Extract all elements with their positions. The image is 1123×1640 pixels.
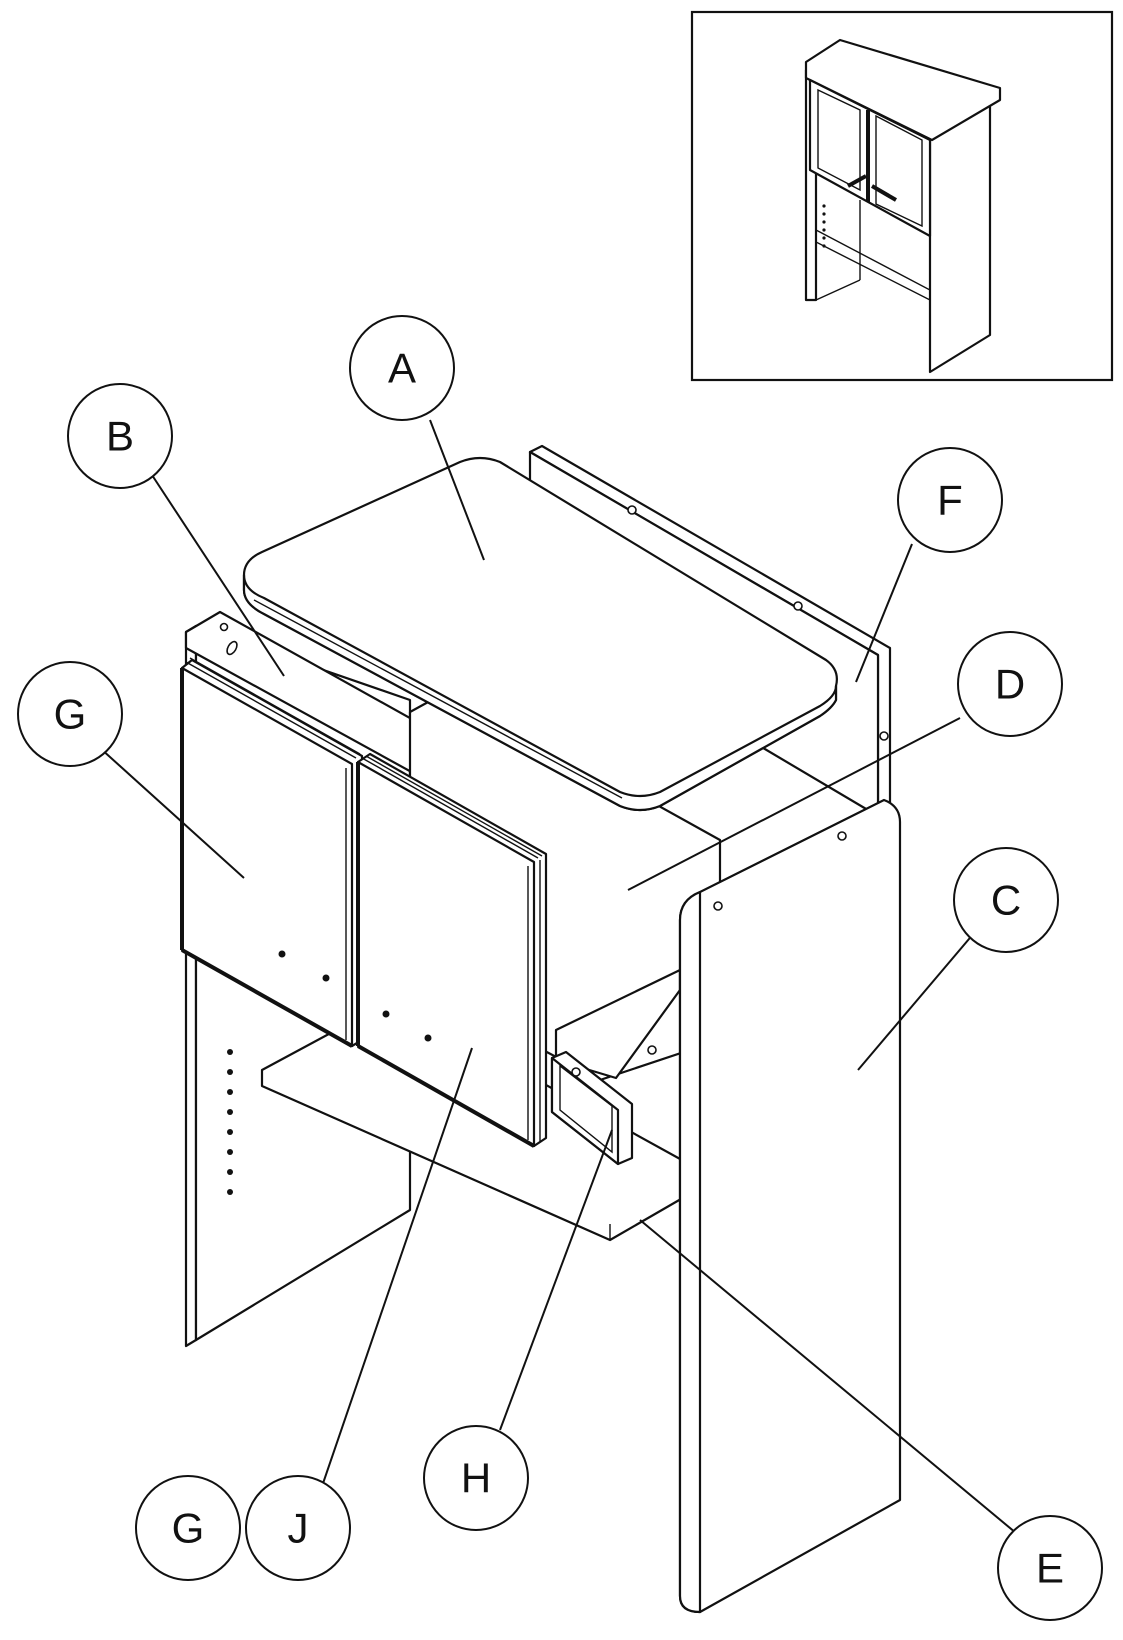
callout-label-E: E bbox=[1036, 1545, 1064, 1592]
callout-label-G-door: G bbox=[54, 691, 87, 738]
callout-F: F bbox=[897, 447, 1003, 553]
leader-lines bbox=[99, 419, 1023, 1539]
callout-J: J bbox=[245, 1475, 351, 1581]
callout-label-A: A bbox=[388, 345, 416, 392]
part-left-door bbox=[180, 657, 364, 1048]
callout-label-F: F bbox=[937, 477, 963, 524]
callout-E: E bbox=[997, 1515, 1103, 1621]
part-top-panel bbox=[242, 456, 838, 812]
callout-label-J: J bbox=[288, 1505, 309, 1552]
callout-label-B: B bbox=[106, 413, 134, 460]
callout-label-H: H bbox=[461, 1455, 491, 1502]
part-stretcher-rail bbox=[550, 1050, 634, 1166]
part-right-door bbox=[356, 752, 548, 1148]
callout-label-D: D bbox=[995, 661, 1025, 708]
inset-preview bbox=[690, 10, 1114, 382]
callout-G-side: G bbox=[135, 1475, 241, 1581]
part-right-side-panel bbox=[678, 798, 902, 1614]
callout-G-door: G bbox=[17, 661, 123, 767]
callout-label-C: C bbox=[991, 877, 1021, 924]
callout-H: H bbox=[423, 1425, 529, 1531]
callout-C: C bbox=[953, 847, 1059, 953]
callout-D: D bbox=[957, 631, 1063, 737]
callout-A: A bbox=[349, 315, 455, 421]
callout-label-G-side: G bbox=[172, 1505, 205, 1552]
callout-B: B bbox=[67, 383, 173, 489]
